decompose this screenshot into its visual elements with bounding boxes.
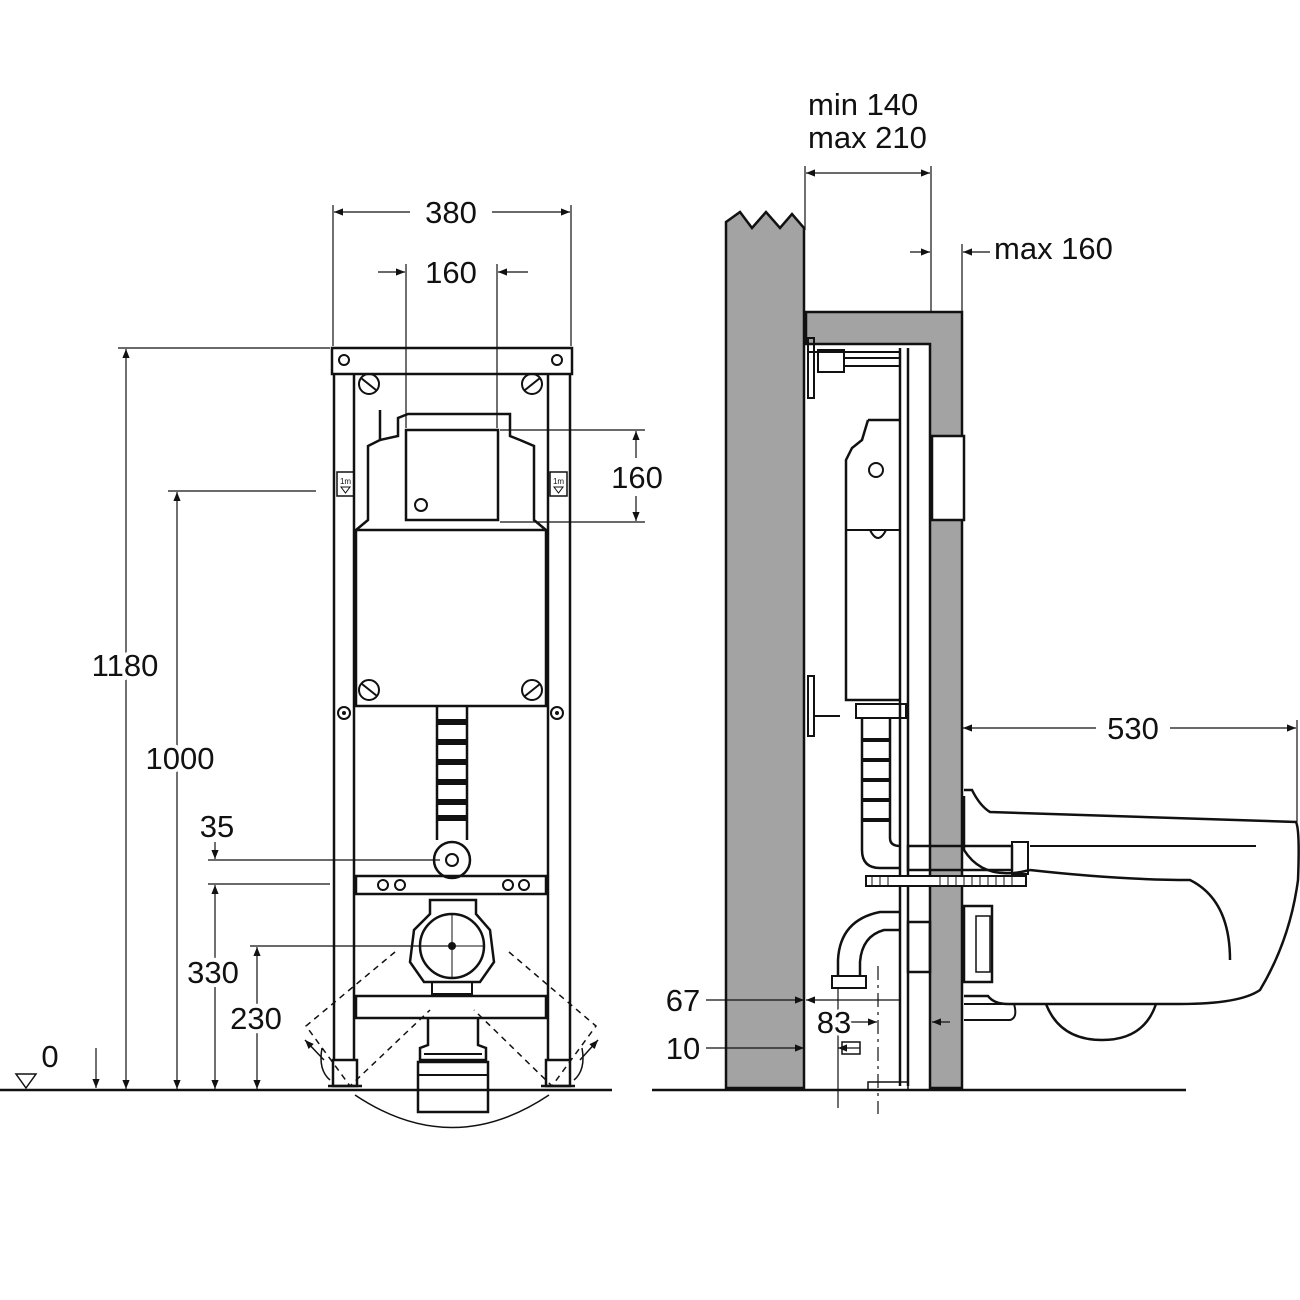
floor-level-label: 0: [41, 1039, 58, 1074]
flush-plate-hole: [414, 498, 428, 512]
anchor-right: [550, 706, 564, 720]
dim-67-label: 67: [666, 983, 700, 1018]
flush-outlet-center: [445, 853, 459, 867]
rotation-arrow-right: [579, 1039, 599, 1061]
side-cistern: [844, 418, 900, 702]
crossbar-hole-3: [502, 879, 514, 891]
dim-panel-label: max 160: [994, 231, 1113, 266]
bolt-bottom-right-slot: [524, 683, 541, 697]
flush-pipe: [432, 706, 472, 880]
frame-top-bar: [330, 346, 574, 376]
side-cistern-notch: [869, 529, 887, 539]
side-cistern-hole: [868, 462, 884, 478]
drain-outlet: [408, 898, 496, 995]
crossbar-upper: [354, 874, 548, 896]
rotation-arc-left: [320, 1047, 331, 1081]
bolt-top-left: [358, 373, 380, 395]
floor-level-triangle: [14, 1073, 38, 1090]
wall-bracket-top-plate: [807, 337, 815, 399]
side-flush-pipe-collar: [855, 703, 907, 719]
foot-right: [544, 1058, 572, 1088]
dim-1000-label: 1000: [146, 741, 215, 776]
sticker-right-box: [549, 471, 568, 497]
crossbar-lower: [354, 994, 548, 1020]
bolt-bottom-left: [358, 679, 380, 701]
sticker-left: 1m: [336, 471, 355, 497]
dim-530-label: 530: [1107, 711, 1159, 746]
rotation-arrow-left: [304, 1039, 325, 1061]
sticker-right-triangle: [553, 486, 564, 494]
dim-depth-max-label: max 210: [808, 120, 927, 155]
dim-160h-label: 160: [611, 460, 663, 495]
sticker-right: 1m: [549, 471, 568, 497]
dim-160w-label: 160: [425, 255, 477, 290]
flush-plate-opening: [404, 428, 500, 522]
toilet-bowl-inner: [962, 796, 1031, 875]
crossbar-hole-4: [518, 879, 530, 891]
side-view: min 140 max 210 max 160 530 67 83 10: [652, 87, 1300, 1114]
drain-elbow: [836, 910, 900, 976]
rotation-arc: [354, 1094, 550, 1129]
flush-pipe-ribs: [437, 719, 467, 821]
crossbar-hole-2: [394, 879, 406, 891]
dim-380-label: 380: [425, 195, 477, 230]
cistern-outline: [354, 410, 548, 708]
foot-left: [331, 1058, 359, 1088]
front-view: 1m 1m: [0, 195, 663, 1129]
dim-230-label: 230: [230, 1001, 282, 1036]
alt-position-left: [304, 951, 431, 1088]
dim-83-label: 83: [817, 1005, 851, 1040]
dim-330-label: 330: [187, 955, 239, 990]
drain-outlet-collar: [431, 981, 473, 995]
drain-pipe-upper: [418, 1018, 488, 1062]
crossbar-hole-1: [377, 879, 389, 891]
sticker-right-label: 1m: [553, 477, 564, 486]
mount-hole-left: [338, 354, 350, 366]
toilet-base: [1044, 1003, 1158, 1042]
wall-bracket-low-plate: [807, 675, 815, 737]
dim-10-label: 10: [666, 1031, 700, 1066]
bolt-top-right: [521, 373, 543, 395]
alt-position-dashed: [304, 951, 598, 1088]
alt-position-right: [473, 951, 598, 1088]
dim-depth-min-label: min 140: [808, 87, 918, 122]
drain-sleeve-inner: [975, 915, 991, 973]
drain-sleeve: [962, 904, 994, 984]
drain-pipe-lower: [416, 1060, 490, 1114]
anchor-right-dot: [555, 711, 559, 715]
bolt-bottom-left-slot: [361, 683, 378, 697]
flush-connector-seal: [1011, 841, 1029, 875]
rotation-arc-right: [573, 1047, 584, 1081]
dim-35-label: 35: [200, 809, 234, 844]
wall-bracket-top: [817, 349, 845, 373]
toilet-bowl: [964, 788, 1300, 1006]
mount-hole-right: [551, 354, 563, 366]
side-flush-pipe: [860, 718, 901, 870]
threaded-rod: [865, 875, 1027, 887]
bolt-bottom-right: [521, 679, 543, 701]
toilet-base-shim: [964, 1003, 1017, 1021]
bolt-top-left-slot: [360, 377, 377, 391]
sticker-left-label: 1m: [340, 477, 351, 486]
toilet-bowl-curve: [1029, 868, 1232, 961]
anchor-left: [337, 706, 351, 720]
side-flush-plate: [930, 434, 966, 522]
sticker-left-box: [336, 471, 355, 497]
dim-1180-label: 1180: [92, 648, 159, 683]
back-wall: [724, 210, 806, 1090]
drain-connector: [906, 920, 932, 974]
bolt-top-right-slot: [524, 377, 541, 391]
threaded-rod-threads: [871, 876, 1013, 886]
drain-elbow-collar: [831, 975, 867, 989]
sticker-left-triangle: [340, 486, 351, 494]
anchor-left-dot: [342, 711, 346, 715]
side-foot-plate: [867, 1081, 909, 1091]
side-flush-pipe-ribs: [862, 738, 890, 822]
drain-outlet-housing: [408, 898, 496, 984]
